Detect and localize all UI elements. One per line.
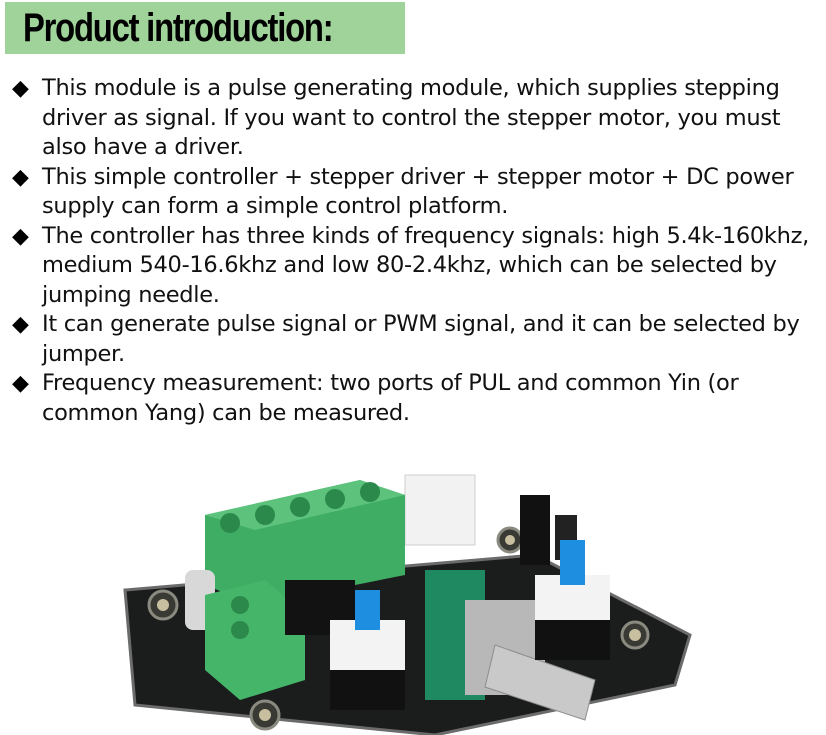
feature-item: ◆ Frequency measurement: two ports of PU… (12, 369, 822, 428)
feature-list: ◆ This module is a pulse generating modu… (12, 74, 822, 428)
feature-item: ◆ The controller has three kinds of freq… (12, 222, 822, 311)
feature-item: ◆ It can generate pulse signal or PWM si… (12, 310, 822, 369)
diamond-bullet-icon: ◆ (12, 76, 29, 101)
diamond-bullet-icon: ◆ (12, 223, 29, 249)
header-banner: Product introduction: (5, 2, 405, 54)
product-photo: Stepper motor pulse generator module boa… (123, 474, 692, 735)
feature-text: Frequency measurement: two ports of PUL … (42, 370, 739, 426)
feature-item: ◆ This module is a pulse generating modu… (12, 74, 822, 163)
feature-text: This module is a pulse generating module… (42, 75, 781, 160)
feature-text: It can generate pulse signal or PWM sign… (42, 311, 800, 367)
feature-text: The controller has three kinds of freque… (42, 222, 809, 308)
diamond-bullet-icon: ◆ (12, 164, 29, 190)
feature-item: ◆ This simple controller + stepper drive… (12, 163, 822, 222)
diamond-bullet-icon: ◆ (12, 371, 29, 396)
diamond-bullet-icon: ◆ (12, 312, 29, 337)
feature-text: This simple controller + stepper driver … (42, 163, 794, 220)
page-title: Product introduction: (23, 6, 334, 50)
